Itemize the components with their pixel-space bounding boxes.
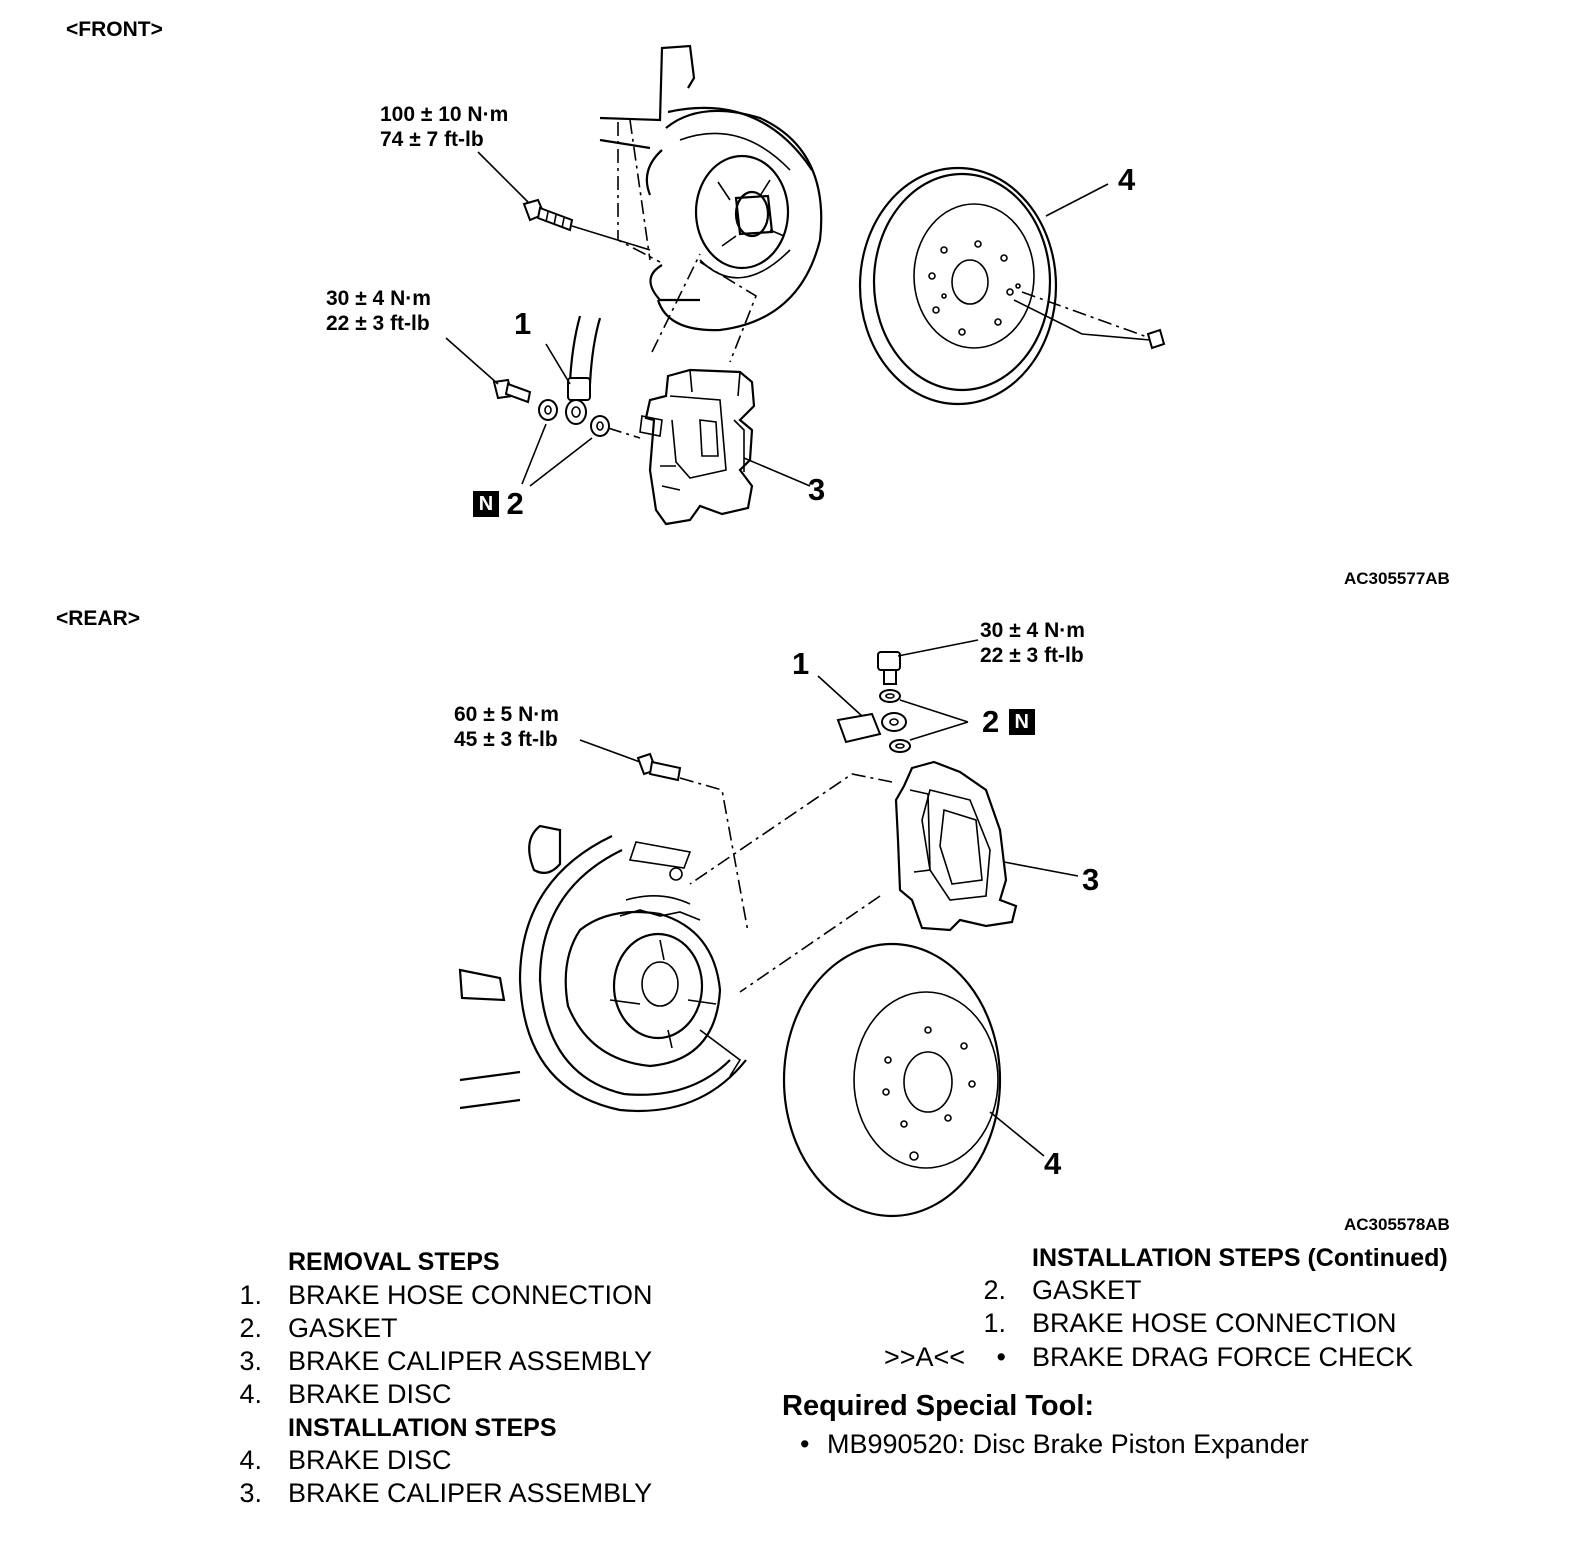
step-number: 3.: [239, 1346, 262, 1376]
rear-callout-2-group: 2 N: [982, 704, 1035, 740]
step-number: 3.: [239, 1478, 262, 1508]
torque-imperial: 22 ± 3 ft-lb: [326, 312, 430, 335]
special-tool-item: • MB990520: Disc Brake Piston Expander: [800, 1428, 1309, 1462]
rear-torque-caliper: 60 ± 5 N·m 45 ± 3 ft-lb: [454, 702, 559, 752]
front-callout-2: 2: [506, 486, 524, 521]
rear-caliper-assembly: [689, 760, 1079, 993]
rear-brake-hose: [817, 675, 907, 744]
tool-label: MB990520: Disc Brake Piston Expander: [826, 1429, 1309, 1459]
front-gaskets: [521, 399, 641, 487]
rear-caliper-bolt: [579, 739, 749, 933]
step-label: BRAKE DRAG FORCE CHECK: [1032, 1342, 1414, 1372]
front-callout-1: 1: [514, 306, 532, 341]
installation-continued-title: INSTALLATION STEPS (Continued): [1032, 1244, 1448, 1272]
rear-callout-2: 2: [982, 704, 1000, 739]
removal-title: REMOVAL STEPS: [288, 1248, 500, 1276]
procedure-ref-mark: >>A<<: [884, 1342, 966, 1372]
rear-callout-4: 4: [1044, 1146, 1062, 1181]
step-number: 4.: [239, 1445, 262, 1475]
step-bullet: •: [996, 1342, 1006, 1372]
front-caliper-bolt: [477, 151, 651, 251]
n-mark-icon: N: [1008, 709, 1035, 735]
front-callout-3: 3: [808, 472, 826, 507]
rear-heading: <REAR>: [56, 607, 141, 630]
torque-imperial: 22 ± 3 ft-lb: [980, 644, 1084, 667]
step-label: BRAKE CALIPER ASSEMBLY: [288, 1346, 653, 1376]
front-callout-2-group: N 2: [473, 486, 524, 522]
step-number: 1.: [239, 1280, 262, 1310]
step-number: 2.: [239, 1313, 262, 1343]
torque-imperial: 45 ± 3 ft-lb: [454, 728, 558, 751]
tool-bullet: •: [800, 1429, 810, 1459]
rear-figure-id: AC305578AB: [1344, 1215, 1450, 1234]
rear-callout-3: 3: [1082, 862, 1100, 897]
rear-knuckle-drawing: [458, 824, 747, 1112]
step-label: GASKET: [288, 1313, 398, 1343]
front-brake-disc: [858, 166, 1166, 406]
step-label: BRAKE HOSE CONNECTION: [1032, 1308, 1397, 1338]
torque-imperial: 74 ± 7 ft-lb: [380, 128, 484, 151]
front-heading: <FRONT>: [66, 18, 163, 41]
step-number: 4.: [239, 1379, 262, 1409]
step-label: BRAKE HOSE CONNECTION: [288, 1280, 653, 1310]
rear-brake-disc: [782, 942, 1045, 1218]
rear-hose-bolt: [877, 639, 979, 685]
step-label: BRAKE DISC: [288, 1379, 452, 1409]
step-label: GASKET: [1032, 1275, 1142, 1305]
torque-metric: 60 ± 5 N·m: [454, 703, 559, 726]
front-knuckle-drawing: [599, 44, 823, 363]
rear-torque-hose: 30 ± 4 N·m 22 ± 3 ft-lb: [980, 618, 1085, 668]
step-label: BRAKE DISC: [288, 1445, 452, 1475]
front-figure-id: AC305577AB: [1344, 569, 1450, 588]
step-number: 1.: [983, 1308, 1006, 1338]
front-torque-knuckle: 100 ± 10 N·m 74 ± 7 ft-lb: [380, 102, 508, 152]
special-tool-title: Required Special Tool:: [782, 1390, 1095, 1422]
torque-metric: 30 ± 4 N·m: [326, 287, 431, 310]
front-torque-hose: 30 ± 4 N·m 22 ± 3 ft-lb: [326, 286, 431, 336]
step-number: 2.: [983, 1275, 1006, 1305]
installation-title: INSTALLATION STEPS: [288, 1414, 557, 1442]
front-hose-bolt: [445, 337, 532, 404]
front-brake-hose: [545, 315, 602, 425]
front-caliper-assembly: [639, 368, 811, 526]
n-mark-icon: N: [473, 491, 499, 517]
rear-gaskets: [879, 689, 969, 753]
step-label: BRAKE CALIPER ASSEMBLY: [288, 1478, 653, 1508]
front-callout-4: 4: [1118, 162, 1136, 197]
torque-metric: 30 ± 4 N·m: [980, 619, 1085, 642]
torque-metric: 100 ± 10 N·m: [380, 103, 509, 126]
rear-callout-1: 1: [792, 646, 810, 681]
